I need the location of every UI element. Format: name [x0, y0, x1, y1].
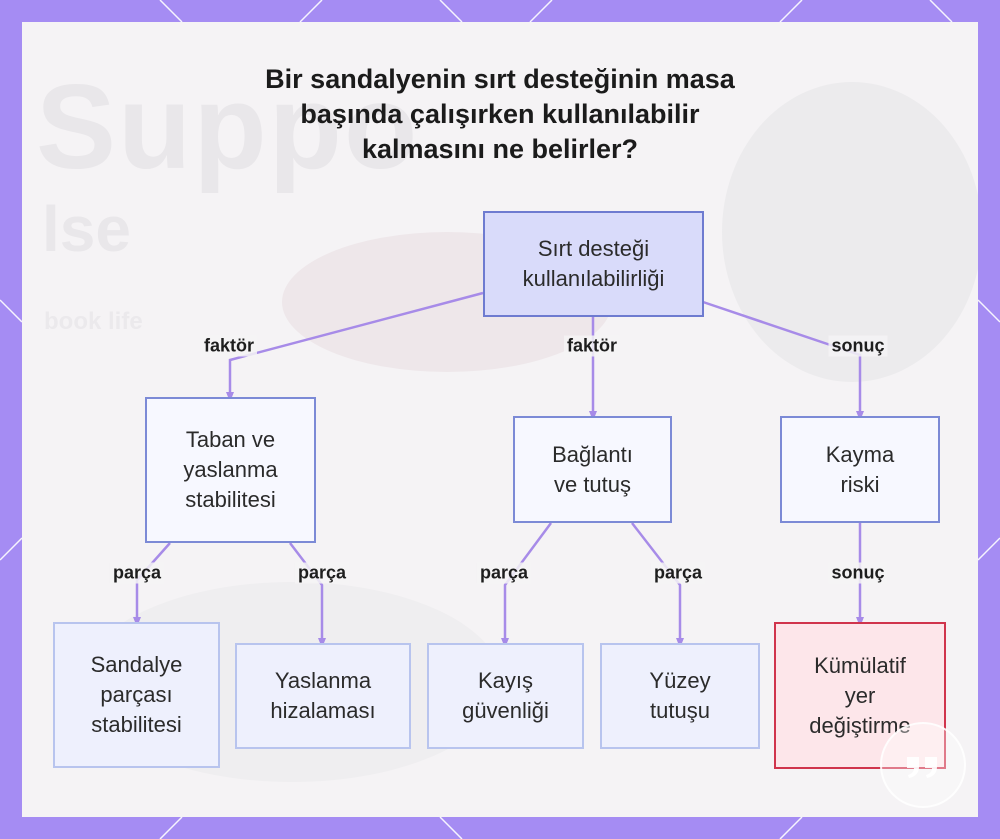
node-taban-ve-yaslanma-stabilitesi: Taban ve yaslanma stabilitesi — [145, 397, 316, 543]
edge-label-baglanti-yuzey: parça — [650, 562, 706, 584]
node-kayis-guvenligi: Kayış güvenliği — [427, 643, 584, 749]
node-sandalye-parcasi-stabilitesi: Sandalye parçası stabilitesi — [53, 622, 220, 768]
background-ghost-text: lse — [42, 193, 131, 265]
edge-label-baglanti-kayis: parça — [476, 562, 532, 584]
node-sirt-destegi-kullanilabilirligi: Sırt desteği kullanılabilirliği — [483, 211, 704, 317]
edge-taban-yaslanma — [289, 542, 326, 648]
edge-label-root-taban: faktör — [200, 335, 258, 357]
edge-label-kayma-kumulatif: sonuç — [828, 562, 888, 584]
brand-logo-icon — [880, 722, 966, 808]
background-ghost-text: book life — [44, 308, 143, 335]
edge-label-taban-sandalye: parça — [109, 562, 165, 584]
edge-root-taban — [226, 291, 484, 402]
edge-baglanti-kayis — [501, 522, 553, 648]
diagram-title: Bir sandalyenin sırt desteğinin masa baş… — [265, 64, 735, 164]
quote-mark-icon — [907, 757, 937, 778]
background-blur-shape — [722, 82, 978, 382]
edge-label-taban-yaslanma: parça — [294, 562, 350, 584]
node-baglanti-ve-tutus: Bağlantı ve tutuş — [513, 416, 672, 523]
background-ghost-text: Suppo — [36, 60, 420, 194]
node-kayma-riski: Kayma riski — [780, 416, 940, 523]
edge-root-kayma — [702, 300, 864, 421]
node-yaslanma-hizalamasi: Yaslanma hizalaması — [235, 643, 411, 749]
edge-label-root-baglanti: faktör — [563, 335, 621, 357]
edge-baglanti-yuzey — [631, 522, 684, 648]
edge-label-root-kayma: sonuç — [828, 335, 888, 357]
node-yuzey-tutusu: Yüzey tutuşu — [600, 643, 760, 749]
